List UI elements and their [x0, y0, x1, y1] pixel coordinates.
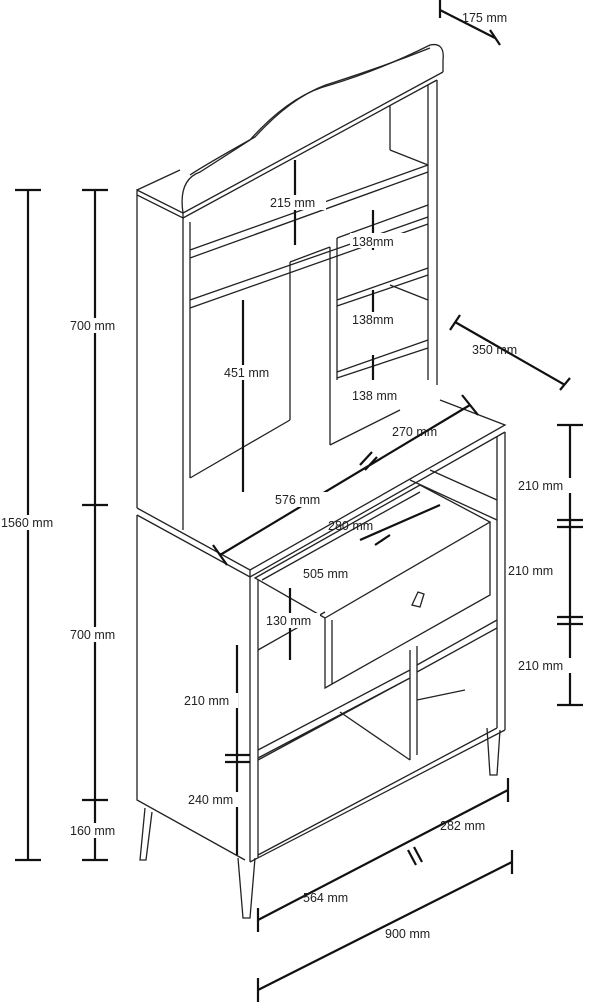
- leg: [237, 857, 256, 919]
- label-564: 564 mm: [303, 891, 348, 905]
- base-cabinet: [136, 399, 507, 919]
- hutch-left-panel: [136, 195, 191, 530]
- label-700-base: 700 mm: [70, 628, 115, 642]
- hutch-divider: [289, 238, 338, 445]
- hutch-shelves: [189, 149, 429, 379]
- leg: [139, 807, 153, 861]
- dimension-labels: 175 mm 215 mm 138mm 138mm 138 mm 700 mm …: [0, 11, 572, 941]
- hutch-arch: [181, 43, 444, 214]
- drawer-handle-icon[interactable]: [411, 591, 425, 608]
- label-270: 270 mm: [392, 425, 437, 439]
- label-576: 576 mm: [275, 493, 320, 507]
- label-280: 280 mm: [328, 519, 373, 533]
- cabinet-shelves: [257, 611, 498, 761]
- label-175: 175 mm: [462, 11, 507, 25]
- label-240: 240 mm: [188, 793, 233, 807]
- label-451: 451 mm: [224, 366, 269, 380]
- label-210-right-2: 210 mm: [508, 564, 553, 578]
- cabinet-left-side: [136, 515, 251, 862]
- label-138-1: 138mm: [352, 235, 394, 249]
- label-505: 505 mm: [303, 567, 348, 581]
- label-138-2: 138mm: [352, 313, 394, 327]
- label-210-right-3: 210 mm: [518, 659, 563, 673]
- label-160: 160 mm: [70, 824, 115, 838]
- drawer[interactable]: [253, 484, 492, 690]
- hutch-top-left: [136, 169, 184, 220]
- cabinet-top: [136, 399, 507, 578]
- label-138-3: 138 mm: [352, 389, 397, 403]
- drawer-box: [253, 484, 492, 690]
- hutch-arch-inner: [189, 47, 431, 176]
- label-130: 130 mm: [266, 614, 311, 628]
- hutch-unit: [136, 43, 444, 530]
- hutch-bottom: [189, 409, 401, 479]
- hutch-right-panel: [389, 80, 438, 385]
- label-210-right-1: 210 mm: [518, 479, 563, 493]
- leg: [486, 727, 501, 776]
- label-1560: 1560 mm: [1, 516, 53, 530]
- hutch-front-top: [182, 71, 444, 219]
- label-215: 215 mm: [270, 196, 315, 210]
- label-350: 350 mm: [472, 343, 517, 357]
- label-700-hutch: 700 mm: [70, 319, 115, 333]
- label-900: 900 mm: [385, 927, 430, 941]
- cabinet-front: [249, 432, 506, 863]
- label-210-left: 210 mm: [184, 694, 229, 708]
- label-282: 282 mm: [440, 819, 485, 833]
